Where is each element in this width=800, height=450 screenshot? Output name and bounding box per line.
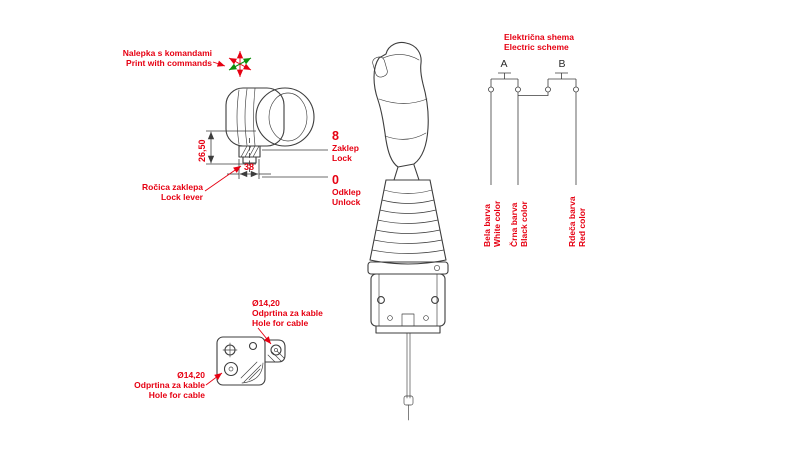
push-button-a-symbol: [488, 72, 521, 93]
plate-cable-hole: [223, 361, 239, 377]
electric-scheme: Električna shema Electric scheme A B Bel…: [482, 32, 587, 247]
sticker-leader-arrow: [212, 60, 226, 67]
cable-hole-callout-top: Ø14,20 Odprtina za kable Hole for cable: [252, 298, 323, 345]
scheme-title-en: Electric scheme: [504, 42, 569, 52]
output-cable: [403, 332, 414, 421]
base-plate-outline: [216, 336, 266, 386]
sticker-label-en: Print with commands: [126, 58, 212, 68]
unlock-label-sl: Odklep: [332, 187, 361, 197]
base-housing: [367, 261, 449, 334]
hole-bottom-label-sl: Odprtina za kable: [134, 380, 205, 390]
common-wire-link: [518, 92, 549, 96]
cable-hole-callout-bottom: Ø14,20 Odprtina za kable Hole for cable: [134, 370, 223, 400]
handle-button: [372, 56, 388, 78]
lock-lever-label-en: Lock lever: [161, 192, 204, 202]
flange-cable-hole: [270, 344, 282, 356]
lock-lever-callout: Ročica zaklepa Lock lever: [142, 165, 242, 202]
base-plate-view: [216, 336, 286, 386]
sticker-callout: Nalepka s komandami Print with commands: [123, 48, 252, 78]
command-sticker-icon: [228, 50, 252, 78]
handle-outline: [373, 41, 429, 168]
dimension-26-50: 26,50: [197, 130, 256, 165]
hole-top-label-en: Hole for cable: [252, 318, 308, 328]
red-wire-label-en: Red color: [577, 207, 587, 247]
dim-38-text: 38: [244, 162, 254, 172]
black-wire-label-sl: Črna barva: [508, 202, 519, 247]
dim-26-50-text: 26,50: [197, 139, 207, 162]
button-a-label: A: [500, 58, 507, 70]
hole-top-leader-arrow: [257, 327, 272, 345]
base-plate-flange: [264, 339, 286, 363]
sticker-label-sl: Nalepka s komandami: [123, 48, 212, 58]
unlock-value: 0: [332, 173, 339, 187]
hole-bottom-leader-arrow: [205, 372, 223, 386]
hole-top-label-sl: Odprtina za kable: [252, 308, 323, 318]
hole-top-diameter: Ø14,20: [252, 298, 280, 308]
unlock-label-en: Unlock: [332, 197, 361, 207]
red-wire-label-sl: Rdeča barva: [567, 196, 577, 247]
lock-lever-leader-arrow: [204, 165, 242, 192]
lock-label-en: Lock: [332, 153, 352, 163]
black-wire-label-en: Black color: [519, 200, 529, 247]
head-body: [225, 87, 285, 147]
joystick-head-view: [225, 87, 315, 172]
hole-bottom-diameter: Ø14,20: [177, 370, 205, 380]
head-front-face: [255, 87, 315, 147]
rubber-bellows: [369, 179, 447, 265]
dimension-38: 38: [227, 159, 271, 179]
joystick-side-view: [367, 41, 449, 421]
lock-position-callouts: 8 Zaklep Lock 0 Odklep Unlock: [262, 129, 361, 207]
push-button-b-symbol: [545, 72, 579, 93]
white-wire-label-sl: Bela barva: [482, 204, 492, 247]
white-wire-label-en: White color: [492, 200, 502, 247]
button-b-label: B: [558, 58, 565, 70]
lock-lever-label-sl: Ročica zaklepa: [142, 182, 203, 192]
hole-bottom-label-en: Hole for cable: [149, 390, 205, 400]
lock-value: 8: [332, 129, 339, 143]
lock-label-sl: Zaklep: [332, 143, 359, 153]
scheme-title-sl: Električna shema: [504, 32, 574, 42]
